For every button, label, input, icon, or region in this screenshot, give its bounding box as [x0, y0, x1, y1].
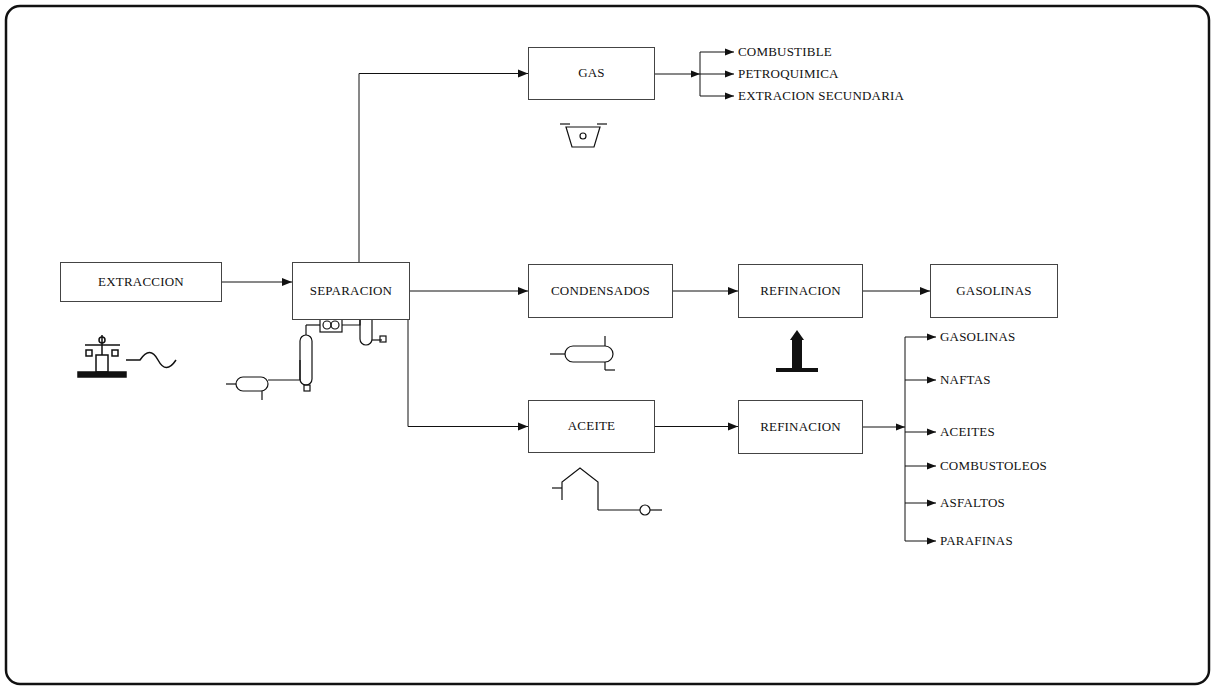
- flow-arrow: [410, 291, 528, 292]
- process-box: CONDENSADOS: [528, 264, 673, 318]
- drum-icon: [550, 336, 615, 370]
- process-box: GAS: [528, 47, 655, 100]
- process-box: EXTRACCION: [60, 262, 222, 302]
- compressor-icon: [560, 124, 607, 147]
- product-label: COMBUSTIBLE: [738, 45, 832, 60]
- gas-branch: [655, 52, 734, 96]
- page-frame: [6, 6, 1209, 684]
- process-box: GASOLINAS: [930, 264, 1058, 318]
- tank-pump-icon: [552, 468, 662, 515]
- process-box: REFINACION: [738, 264, 863, 318]
- box-label: SEPARACION: [310, 284, 392, 299]
- box-label: EXTRACCION: [98, 275, 184, 290]
- process-box: ACEITE: [528, 400, 655, 453]
- product-label: PETROQUIMICA: [738, 67, 839, 82]
- product-label: ASFALTOS: [940, 496, 1005, 511]
- box-label: GASOLINAS: [956, 284, 1031, 299]
- flow-arrow: [863, 291, 930, 292]
- box-label: CONDENSADOS: [551, 284, 650, 299]
- product-label: COMBUSTOLEOS: [940, 459, 1047, 474]
- wellhead-icon: [78, 335, 176, 377]
- box-label: GAS: [578, 66, 605, 81]
- product-label: EXTRACION SECUNDARIA: [738, 89, 904, 104]
- product-label: ACEITES: [940, 425, 995, 440]
- product-label: PARAFINAS: [940, 534, 1013, 549]
- box-label: ACEITE: [568, 419, 615, 434]
- box-label: REFINACION: [760, 284, 841, 299]
- process-box: SEPARACION: [292, 262, 410, 320]
- flow-arrow: [359, 74, 528, 263]
- oil-branch: [863, 337, 936, 541]
- flow-arrow: [408, 320, 528, 427]
- flow-arrow: [655, 426, 738, 427]
- flow-arrow: [673, 291, 738, 292]
- refinery-stack-icon: [776, 330, 818, 372]
- product-label: NAFTAS: [940, 373, 991, 388]
- process-box: REFINACION: [738, 400, 863, 454]
- product-label: GASOLINAS: [940, 330, 1015, 345]
- box-label: REFINACION: [760, 420, 841, 435]
- flow-arrow: [222, 282, 292, 283]
